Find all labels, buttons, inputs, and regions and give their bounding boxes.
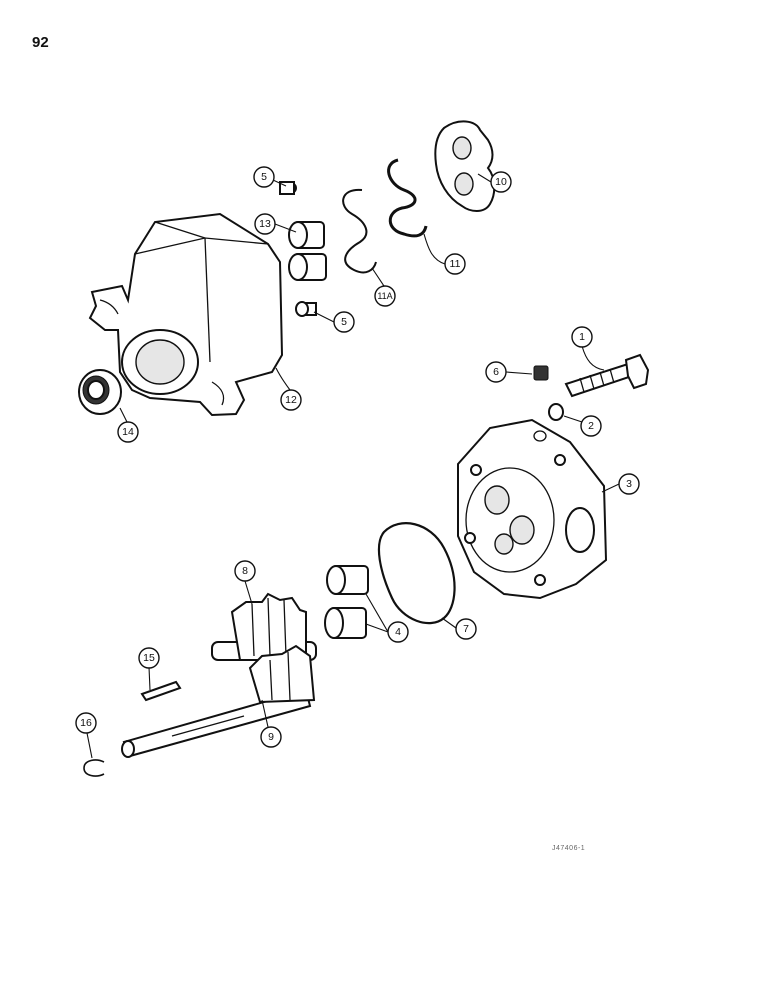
plug-part [533, 365, 549, 381]
svg-text:8: 8 [242, 565, 248, 577]
svg-text:5: 5 [341, 316, 347, 328]
callout-8: 8 [234, 560, 256, 582]
svg-text:11A: 11A [377, 291, 392, 301]
bolt-part [564, 353, 650, 398]
callout-14: 14 [117, 421, 139, 443]
figure-code: J47406-1 [552, 845, 586, 852]
svg-text:12: 12 [285, 394, 297, 406]
svg-text:15: 15 [143, 652, 155, 664]
svg-text:1: 1 [579, 331, 585, 343]
callout-11a: 11A [374, 285, 396, 307]
leader-lines [86, 173, 620, 759]
svg-text:6: 6 [493, 366, 499, 378]
seal-part [387, 158, 428, 238]
svg-text:2: 2 [588, 420, 594, 432]
svg-text:5: 5 [261, 171, 267, 183]
callout-12: 12 [280, 389, 302, 411]
wear-plate-part [434, 120, 496, 212]
svg-text:13: 13 [259, 218, 271, 230]
svg-text:9: 9 [268, 731, 274, 743]
callout-5-upper: 5 [253, 166, 275, 188]
svg-text:11: 11 [450, 258, 461, 270]
callout-7: 7 [455, 618, 477, 640]
housing-bushing-upper [288, 221, 325, 249]
dowel-pin-lower [295, 301, 317, 317]
callout-4: 4 [387, 621, 409, 643]
callout-3: 3 [618, 473, 640, 495]
svg-text:14: 14 [122, 426, 134, 438]
callout-2: 2 [580, 415, 602, 437]
svg-text:7: 7 [463, 623, 469, 635]
cover-bushing-upper [326, 565, 369, 595]
svg-text:10: 10 [495, 176, 507, 188]
svg-text:3: 3 [626, 478, 632, 490]
o-ring-part [377, 522, 456, 625]
callout-16: 16 [75, 712, 97, 734]
end-cover-part [457, 418, 608, 600]
housing-bushing-lower [288, 253, 327, 281]
key-part [140, 680, 182, 702]
svg-text:4: 4 [395, 626, 401, 638]
callout-9: 9 [260, 726, 282, 748]
snap-ring-part [83, 759, 105, 777]
callout-15: 15 [138, 647, 160, 669]
callout-11: 11 [444, 253, 466, 275]
washer-part [548, 403, 564, 421]
callout-1: 1 [571, 326, 593, 348]
callout-10: 10 [490, 171, 512, 193]
cover-bushing-lower [324, 607, 367, 639]
svg-text:16: 16 [80, 717, 92, 729]
callout-6: 6 [485, 361, 507, 383]
page-number: 92 [32, 34, 49, 51]
callout-13: 13 [254, 213, 276, 235]
callout-5-lower: 5 [333, 311, 355, 333]
gear-housing-part [88, 212, 284, 417]
shaft-seal-part [78, 369, 122, 415]
back-up-seal-part [342, 188, 377, 274]
